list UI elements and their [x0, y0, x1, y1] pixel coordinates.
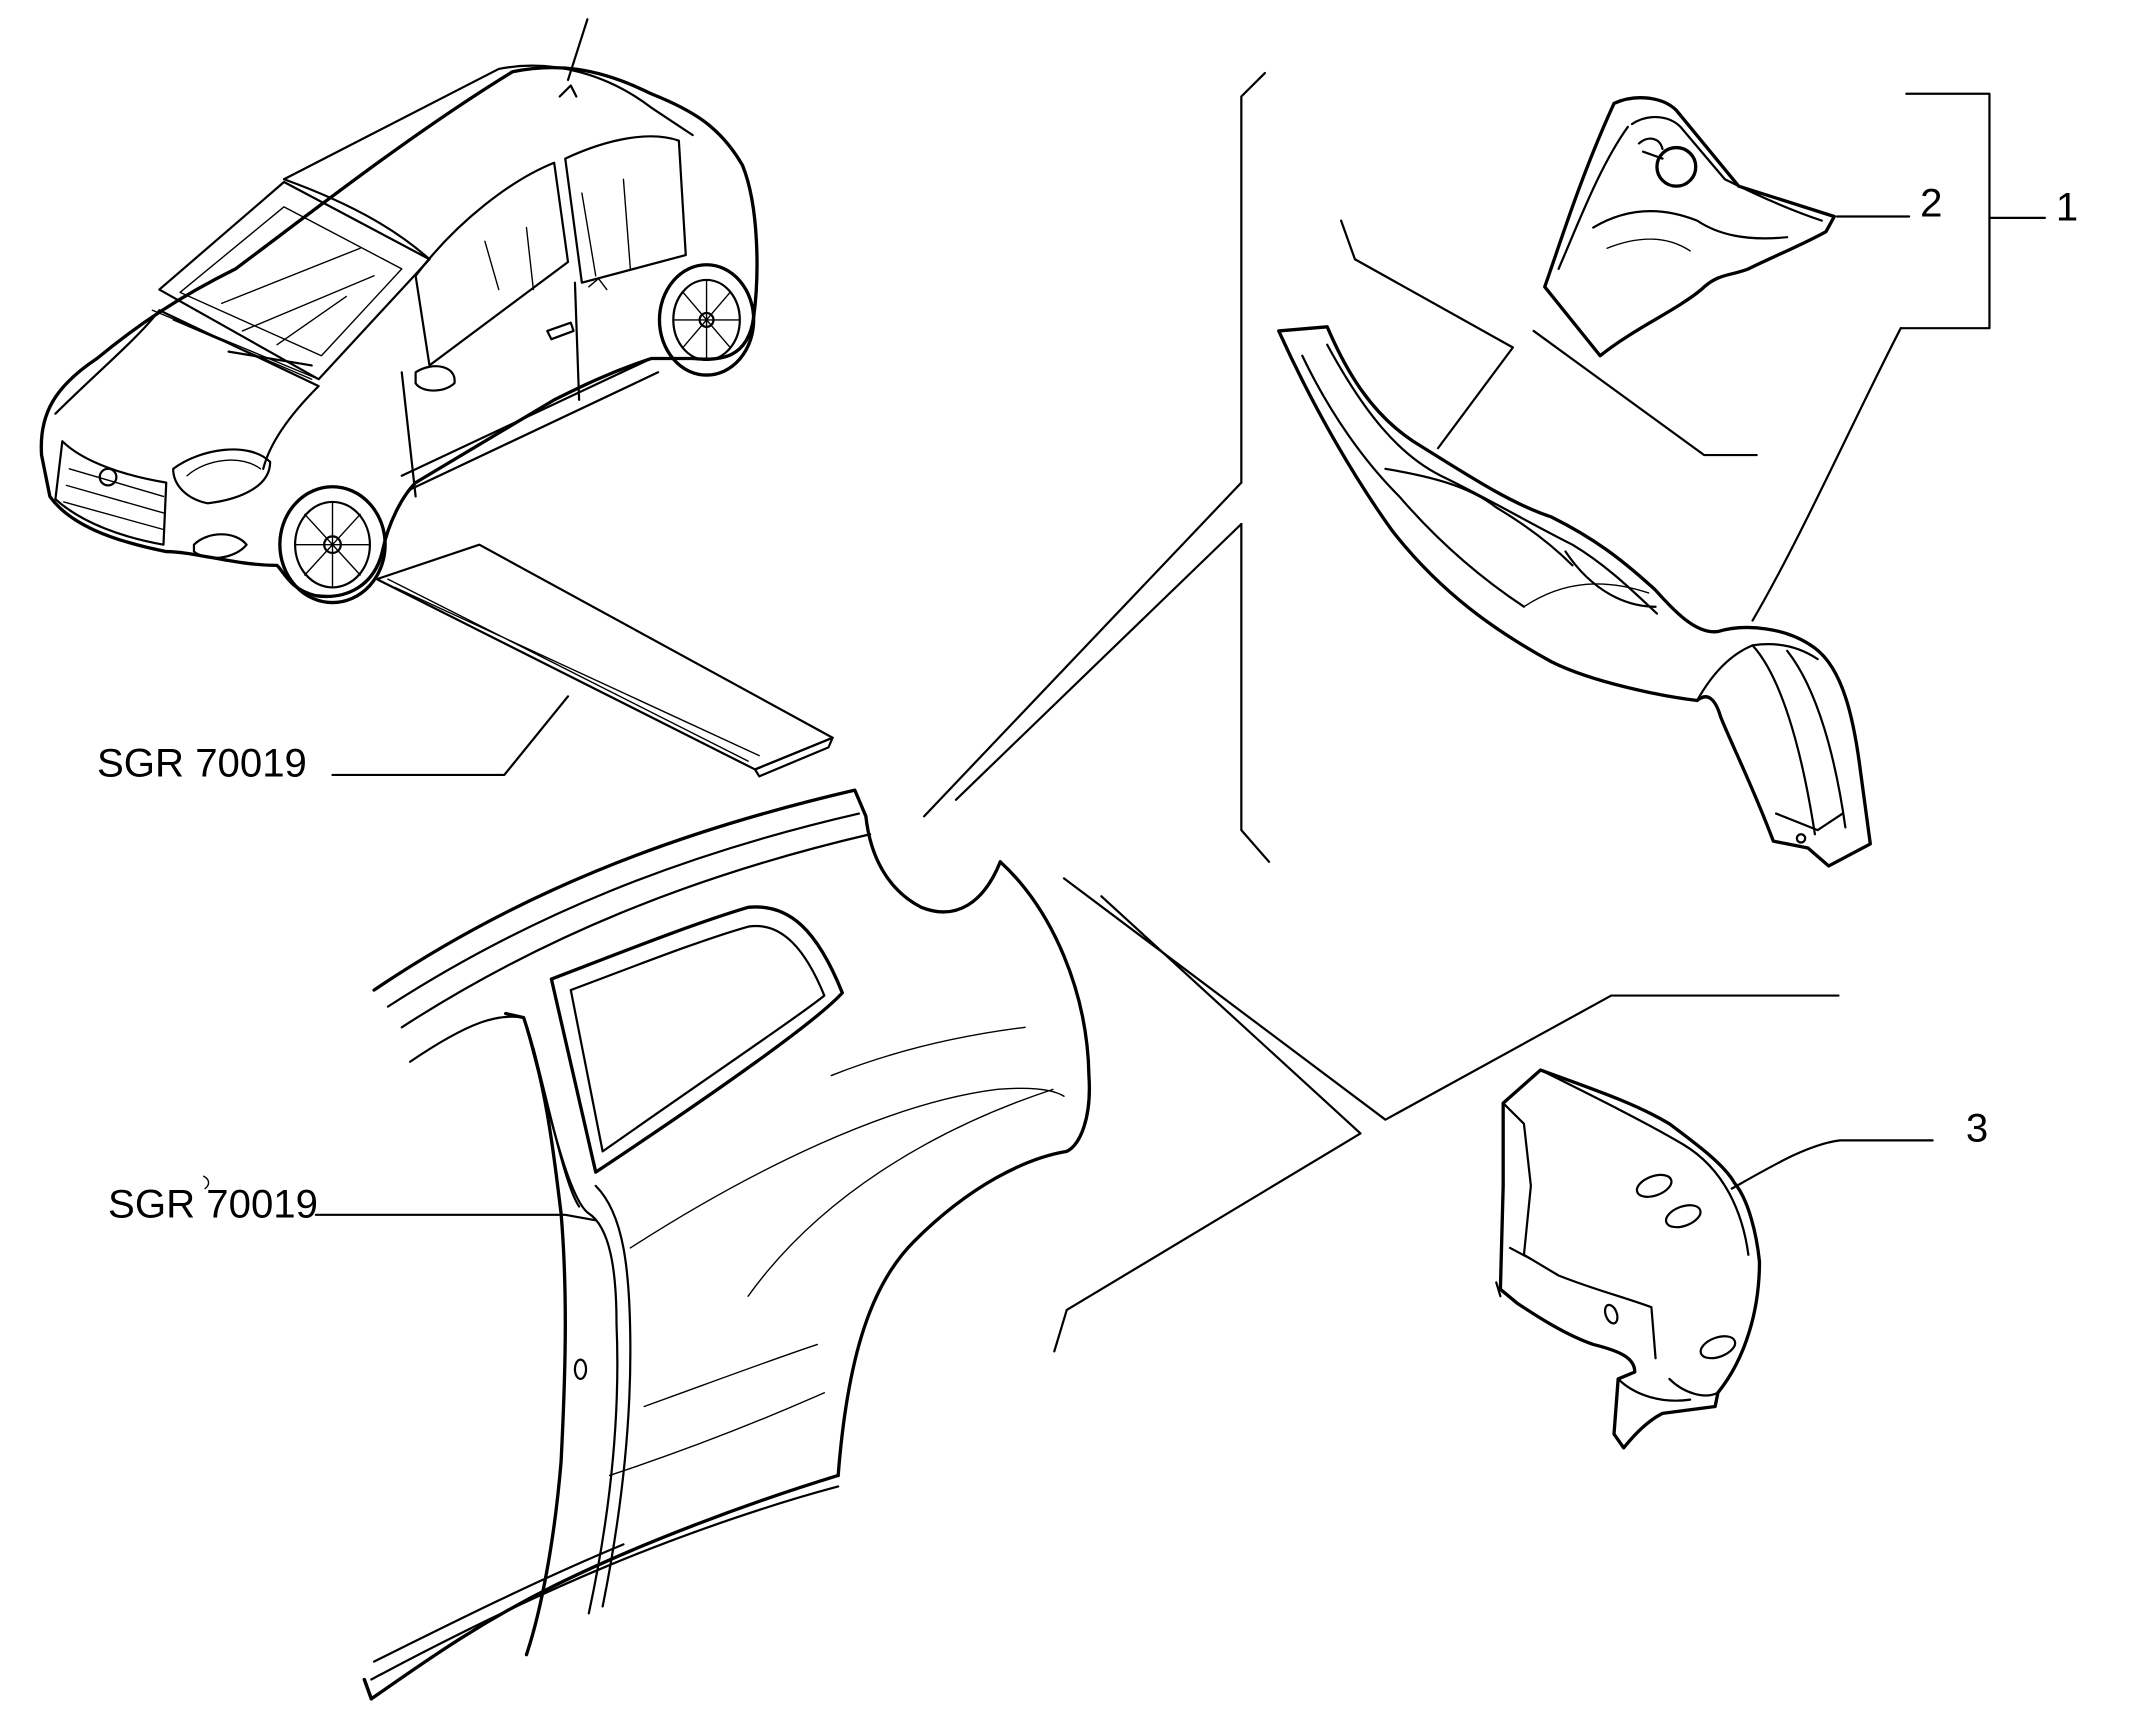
- detail-bracket-lines: [922, 71, 2046, 1353]
- pen-mark: [202, 1175, 210, 1190]
- leader-part-3: [1730, 1139, 1934, 1190]
- ref-label-upper: SGR 70019: [97, 741, 307, 785]
- part-number-3: 3: [1966, 1107, 1988, 1151]
- leader-ref-lower: [314, 1213, 597, 1222]
- leader-part-1: [1751, 327, 1902, 622]
- part-1-wheelhouse-reinforcement: [1277, 325, 1872, 868]
- part-3-wheel-arch-panel: [1495, 1068, 1762, 1450]
- car-overview-illustration: [39, 18, 759, 605]
- part-number-1: 1: [2056, 186, 2078, 230]
- part-2-bracket: [1543, 96, 1836, 358]
- roof-panel-part: [375, 543, 834, 778]
- leader-ref-upper: [331, 695, 570, 777]
- side-body-panel-part: [362, 788, 1092, 1701]
- ref-label-lower: SGR 70019: [108, 1183, 318, 1227]
- part-number-2: 2: [1920, 182, 1942, 226]
